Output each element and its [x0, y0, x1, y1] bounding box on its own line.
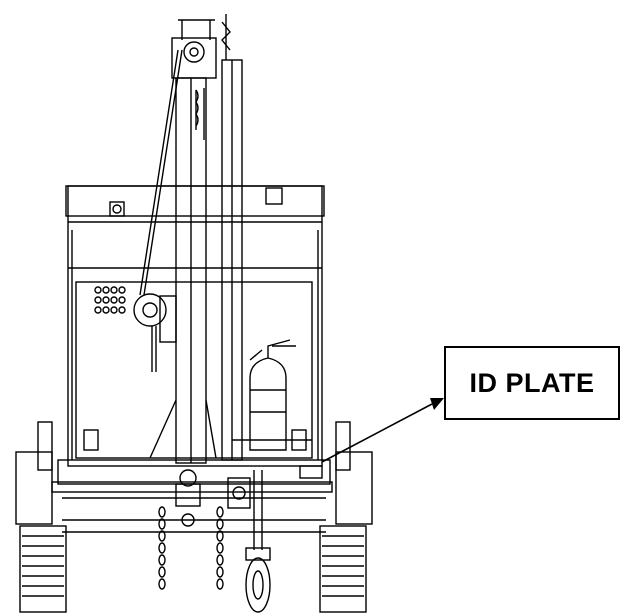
id-plate — [299, 465, 323, 479]
callout-leader — [321, 398, 444, 463]
left-tire-assembly — [15, 421, 67, 613]
hoist-cable — [139, 49, 183, 296]
winch — [133, 293, 177, 372]
extinguisher-icon — [249, 339, 296, 451]
mast-base — [149, 399, 217, 459]
callout-label: ID PLATE — [469, 367, 595, 398]
tongue-jack — [245, 470, 271, 613]
id-plate-callout: ID PLATE — [444, 346, 620, 420]
main-mast — [175, 77, 207, 464]
secondary-mast — [221, 59, 243, 461]
hitch-coupler — [175, 469, 251, 527]
rear-cabinet — [65, 185, 325, 467]
vent-grille — [94, 286, 126, 314]
chain-icon — [158, 506, 224, 590]
right-tire-assembly — [319, 421, 373, 613]
